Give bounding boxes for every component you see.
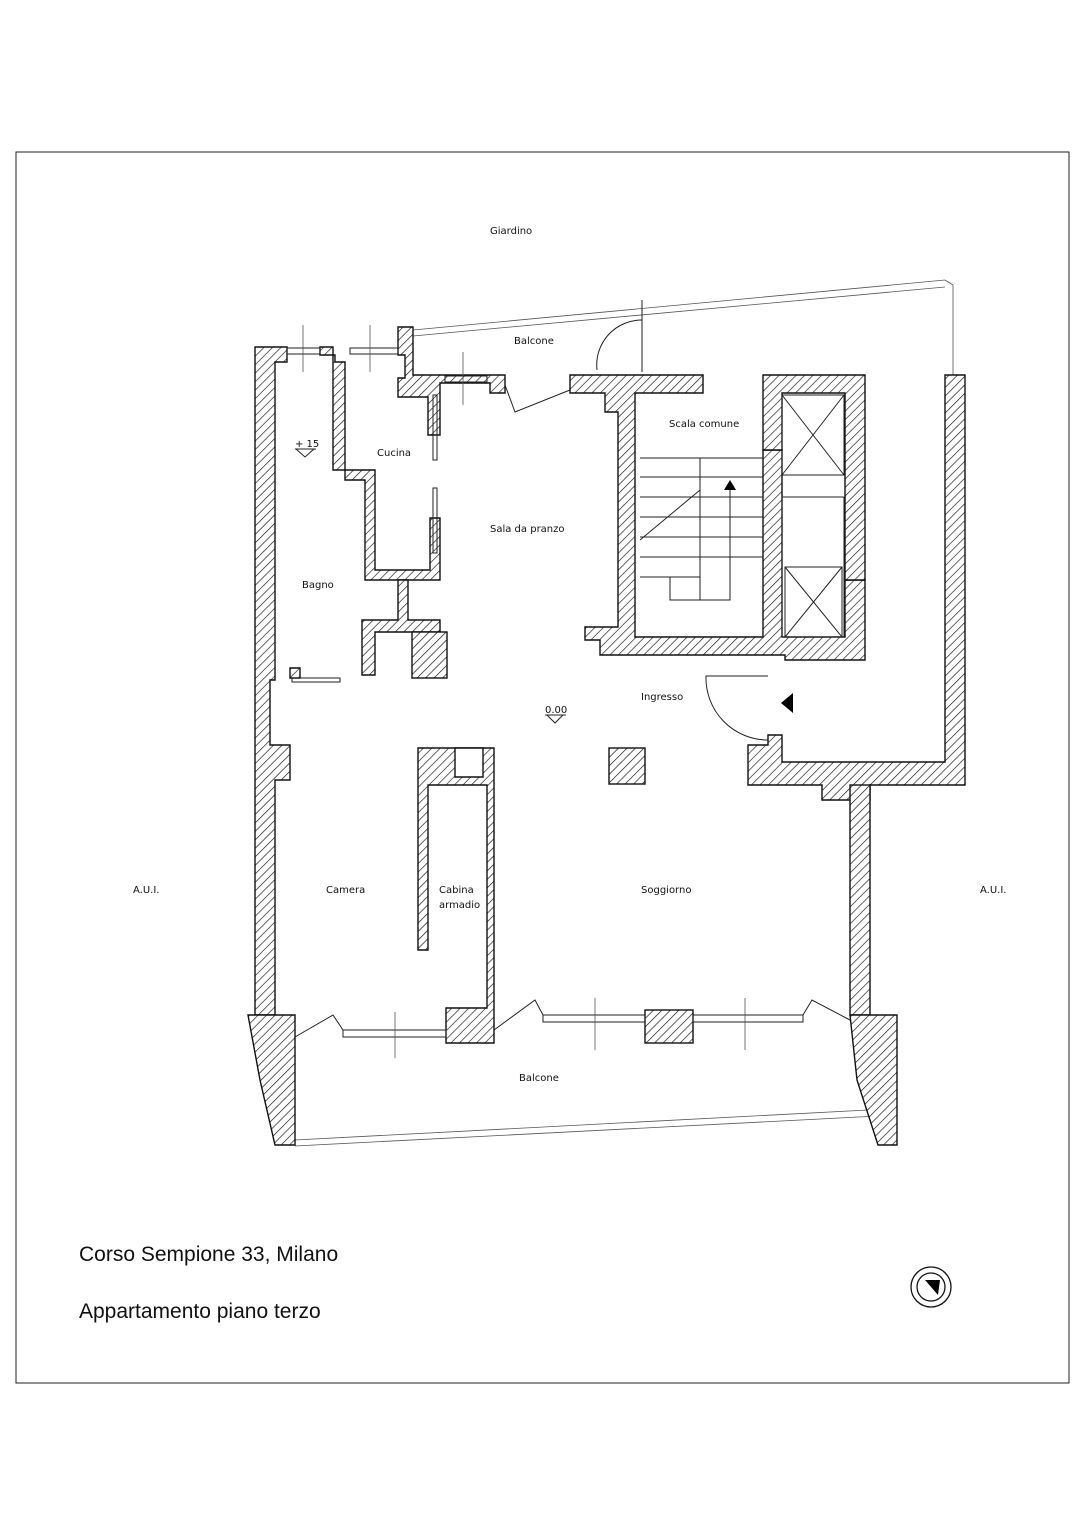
sheet-border	[15, 151, 1070, 1384]
balcony-railing-bottom-inner	[294, 1115, 879, 1147]
label-ingresso: Ingresso	[641, 692, 683, 703]
level-marker-main: 0.00	[545, 705, 567, 724]
label-balcone-bottom: Balcone	[519, 1073, 559, 1084]
svg-text:0.00: 0.00	[545, 705, 567, 716]
label-cabina: Cabina	[439, 885, 474, 896]
address-title: Corso Sempione 33, Milano	[79, 1243, 339, 1266]
staircase	[639, 457, 763, 601]
balcony-railing-top-inner	[412, 286, 946, 337]
label-aui-right: A.U.I.	[980, 885, 1006, 896]
stair-direction-icon	[724, 480, 736, 490]
level-marker-icon	[545, 714, 565, 724]
label-soggiorno: Soggiorno	[641, 885, 691, 896]
svg-text:+ 15: + 15	[295, 439, 319, 450]
label-sala: Sala da pranzo	[490, 524, 565, 535]
label-balcone-top: Balcone	[514, 336, 554, 347]
entrance-arrow-icon	[781, 693, 793, 713]
doors-windows	[286, 300, 851, 1058]
room-labels: Giardino Balcone Cucina Scala comune Sal…	[133, 226, 1006, 1084]
lift-shafts	[781, 394, 845, 638]
north-arrow-icon	[910, 1266, 952, 1308]
label-camera: Camera	[326, 885, 365, 896]
plan-subtitle: Appartamento piano terzo	[79, 1300, 321, 1323]
label-aui-left: A.U.I.	[133, 885, 159, 896]
level-marker-upper: + 15	[294, 439, 319, 458]
label-armadio: armadio	[439, 900, 480, 911]
label-scala: Scala comune	[669, 419, 739, 430]
label-giardino: Giardino	[490, 226, 532, 237]
label-cucina: Cucina	[377, 448, 411, 459]
balcony-railing-top	[412, 279, 954, 375]
walls	[247, 326, 966, 1146]
label-bagno: Bagno	[302, 580, 334, 591]
balcony-railing-bottom	[294, 1109, 869, 1141]
level-marker-icon	[294, 448, 316, 458]
